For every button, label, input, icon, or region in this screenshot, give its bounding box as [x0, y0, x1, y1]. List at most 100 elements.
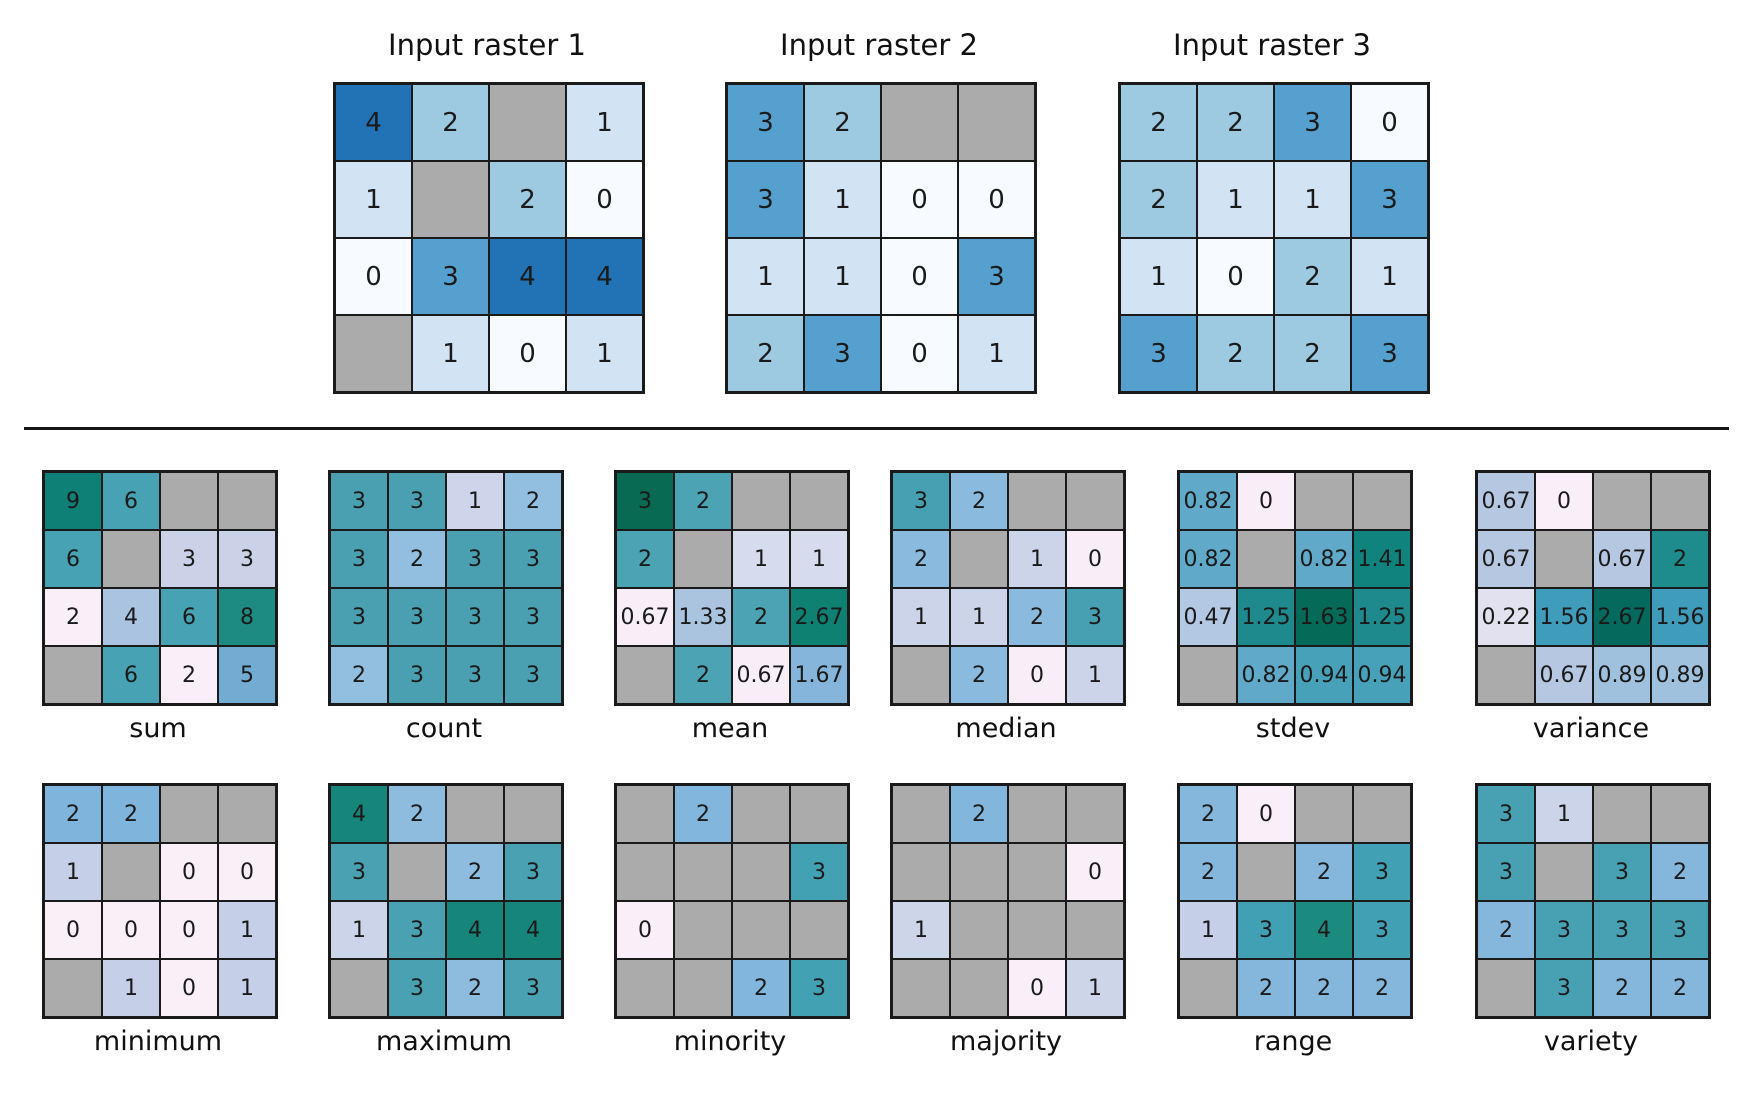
value-cell: 2 [1274, 238, 1351, 315]
nodata-cell [218, 785, 276, 843]
value-cell: 1 [892, 901, 950, 959]
value-cell: 1 [330, 901, 388, 959]
value-cell: 0 [616, 901, 674, 959]
nodata-cell [1179, 959, 1237, 1017]
nodata-cell [102, 843, 160, 901]
nodata-cell [388, 843, 446, 901]
value-cell: 0 [1066, 530, 1124, 588]
value-cell: 0.67 [616, 588, 674, 646]
value-cell: 3 [504, 646, 562, 704]
value-cell: 1 [1351, 238, 1428, 315]
value-cell: 2 [330, 646, 388, 704]
value-cell: 8 [218, 588, 276, 646]
value-cell: 6 [102, 472, 160, 530]
nodata-cell [790, 901, 848, 959]
value-cell: 1 [1179, 901, 1237, 959]
value-cell: 2 [616, 530, 674, 588]
value-cell: 2 [1353, 959, 1411, 1017]
nodata-cell [732, 785, 790, 843]
output-raster-label: minority [673, 1026, 787, 1057]
output-raster-label: variance [1532, 713, 1650, 744]
nodata-cell [412, 161, 489, 238]
value-cell: 0 [1535, 472, 1593, 530]
value-cell: 2 [1651, 843, 1709, 901]
value-cell: 0 [160, 843, 218, 901]
value-cell: 0.82 [1295, 530, 1353, 588]
value-cell: 3 [1351, 315, 1428, 392]
value-cell: 3 [504, 530, 562, 588]
nodata-cell [330, 959, 388, 1017]
nodata-cell [616, 843, 674, 901]
value-cell: 4 [102, 588, 160, 646]
value-cell: 0 [566, 161, 643, 238]
value-cell: 1.67 [790, 646, 848, 704]
value-cell: 1 [218, 901, 276, 959]
value-cell: 3 [616, 472, 674, 530]
value-cell: 2 [1274, 315, 1351, 392]
value-cell: 3 [892, 472, 950, 530]
value-cell: 0 [881, 238, 958, 315]
section-divider [24, 427, 1729, 430]
nodata-cell [732, 843, 790, 901]
value-cell: 0.82 [1237, 646, 1295, 704]
value-cell: 1.63 [1295, 588, 1353, 646]
value-cell: 1 [566, 315, 643, 392]
nodata-cell [44, 646, 102, 704]
value-cell: 0.67 [1477, 472, 1535, 530]
value-cell: 3 [1477, 843, 1535, 901]
value-cell: 3 [1593, 843, 1651, 901]
nodata-cell [1008, 785, 1066, 843]
value-cell: 3 [1353, 901, 1411, 959]
value-cell: 3 [1535, 901, 1593, 959]
value-cell: 1.56 [1535, 588, 1593, 646]
value-cell: 3 [790, 843, 848, 901]
nodata-cell [674, 530, 732, 588]
value-cell: 3 [1274, 84, 1351, 161]
value-cell: 0 [1351, 84, 1428, 161]
value-cell: 1 [1008, 530, 1066, 588]
value-cell: 0 [160, 901, 218, 959]
nodata-cell [1179, 646, 1237, 704]
nodata-cell [892, 646, 950, 704]
value-cell: 3 [504, 588, 562, 646]
nodata-cell [1295, 785, 1353, 843]
nodata-cell [1651, 785, 1709, 843]
value-cell: 3 [958, 238, 1035, 315]
value-cell: 2 [1295, 843, 1353, 901]
value-cell: 2 [1651, 530, 1709, 588]
value-cell: 2 [674, 785, 732, 843]
value-cell: 4 [330, 785, 388, 843]
value-cell: 3 [1651, 901, 1709, 959]
output-raster-label: minimum [93, 1026, 223, 1057]
value-cell: 3 [727, 84, 804, 161]
value-cell: 0 [881, 161, 958, 238]
nodata-cell [446, 785, 504, 843]
value-cell: 0.82 [1179, 472, 1237, 530]
value-cell: 0 [160, 959, 218, 1017]
nodata-cell [1477, 959, 1535, 1017]
nodata-cell [892, 959, 950, 1017]
value-cell: 0 [1066, 843, 1124, 901]
output-raster-label: median [955, 713, 1057, 744]
output-raster-label: mean [691, 713, 769, 744]
value-cell: 3 [804, 315, 881, 392]
nodata-cell [1593, 785, 1651, 843]
value-cell: 0.94 [1295, 646, 1353, 704]
nodata-cell [1593, 472, 1651, 530]
value-cell: 3 [160, 530, 218, 588]
value-cell: 2 [388, 530, 446, 588]
nodata-cell [504, 785, 562, 843]
value-cell: 0.67 [1593, 530, 1651, 588]
nodata-cell [950, 843, 1008, 901]
value-cell: 2 [1008, 588, 1066, 646]
value-cell: 3 [388, 959, 446, 1017]
value-cell: 3 [1593, 901, 1651, 959]
value-cell: 0 [1008, 646, 1066, 704]
